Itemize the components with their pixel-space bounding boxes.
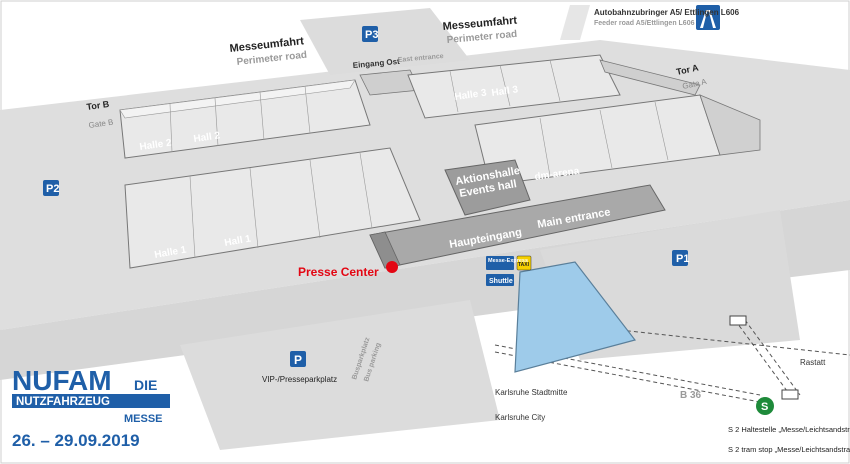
- feeder-en: Feeder road A5/Ettlingen L606: [594, 20, 695, 27]
- shuttle-label: Shuttle: [489, 278, 513, 285]
- halls-group: [119, 54, 761, 269]
- brand-nufam: NUFAM: [12, 365, 112, 396]
- hall-1-label: Hall 1: [224, 233, 253, 249]
- presse-center-label: Presse Center: [298, 265, 379, 279]
- gate-a-de: Tor A: [675, 62, 700, 77]
- vip-parking-area: [180, 300, 500, 450]
- vip-parking-label: VIP-/Presseparkplatz: [262, 375, 337, 384]
- hall-3-label: Hall 3: [491, 84, 519, 99]
- p3-area: [300, 8, 470, 75]
- taxi-sign[interactable]: [516, 255, 532, 271]
- feeder-road: [560, 5, 590, 40]
- s-bahn-letter: S: [761, 401, 768, 413]
- p1-label: P1: [676, 253, 689, 265]
- tram-stop-shelter: [729, 315, 747, 326]
- brand-die: DIE: [134, 377, 157, 393]
- p2-label: P2: [46, 183, 59, 195]
- halle-2-label: Halle 2: [139, 138, 173, 153]
- gate-b-de: Tor B: [86, 99, 110, 112]
- karlsruhe-city-en: Karlsruhe City: [495, 413, 545, 422]
- parking-p1-sign[interactable]: [672, 250, 688, 266]
- s-bahn-icon[interactable]: [756, 397, 774, 415]
- halle-1-building[interactable]: [124, 147, 421, 269]
- gate-b-en: Gate B: [88, 118, 114, 130]
- rastatt-label: Rastatt: [800, 358, 826, 367]
- gate-a-strip: [599, 59, 701, 96]
- p-label: P: [294, 353, 302, 367]
- aktionshalle-building[interactable]: [444, 159, 531, 216]
- feeder-de: Autobahnzubringer A5/ Ettlingen L606: [594, 8, 740, 17]
- east-entrance-en: East entrance: [398, 53, 444, 64]
- messe-express-sign[interactable]: [486, 256, 514, 270]
- p3-label: P3: [365, 29, 378, 41]
- s2-stop-de: S 2 Haltestelle „Messe/Leichtsandstraße“: [728, 425, 850, 434]
- taxi-label: TAXI: [518, 262, 530, 268]
- brand-dates: 26. – 29.09.2019: [12, 431, 140, 450]
- autobahn-sign-icon: [696, 5, 720, 30]
- shuttle-sign[interactable]: [486, 274, 514, 286]
- s2-stop-en: S 2 tram stop „Messe/Leichtsandstraße“: [728, 445, 850, 454]
- brand-nutzfahrzeug: NUTZFAHRZEUG: [16, 396, 110, 408]
- halle-3-building[interactable]: [407, 54, 621, 119]
- karlsruhe-stadtmitte-de: Karlsruhe Stadtmitte: [495, 388, 568, 397]
- parking-p3-sign[interactable]: [362, 26, 378, 42]
- lake: [514, 261, 637, 373]
- b36-label: B 36: [680, 390, 702, 401]
- hall-2-label: Hall 2: [193, 130, 221, 145]
- brand-bar: [12, 394, 170, 408]
- halle-3-label: Halle 3: [454, 88, 488, 103]
- east-entrance-de: Eingang Ost: [352, 57, 400, 70]
- brand-messe: MESSE: [124, 413, 163, 425]
- parking-vip-sign[interactable]: [290, 351, 306, 367]
- messe-express-label: Messe-Express: [488, 258, 528, 264]
- presse-center-marker[interactable]: [386, 261, 398, 273]
- nufam-brand: NUFAM DIE NUTZFAHRZEUG MESSE 26. – 29.09…: [12, 365, 170, 450]
- tram-platform: [781, 389, 799, 400]
- parking-p2-sign[interactable]: [43, 180, 59, 196]
